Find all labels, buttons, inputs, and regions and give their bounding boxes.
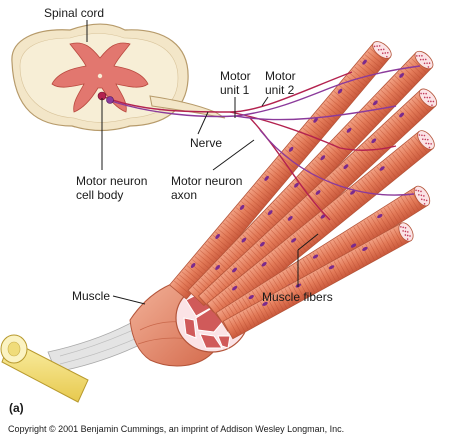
motor-neuron-cell-body-label-line2: cell body [76,188,123,202]
bone [0,334,89,403]
muscle-label: Muscle [72,289,110,303]
leader-lines [86,20,319,305]
motor-neuron-cell-body-2 [106,96,114,104]
panel-label: (a) [9,401,24,415]
nerve-label: Nerve [190,136,222,150]
motor-neuron-axon-label-line2: axon [171,188,197,202]
motor-unit-2-label-line1: Motor [265,69,296,83]
muscle-fiber [169,41,392,300]
motor-unit-2-axons [107,65,421,196]
motor-unit-1-label-line2: unit 1 [220,83,250,97]
copyright-text: Copyright © 2001 Benjamin Cummings, an i… [8,424,344,434]
muscle-fibers-label: Muscle fibers [262,290,333,304]
spinal-cord-label: Spinal cord [44,6,104,20]
motor-unit-2-label-line2: unit 2 [265,83,295,97]
muscle-fibers [169,41,438,340]
motor-unit-1-label-line1: Motor [220,69,251,83]
motor-neuron-cell-body-label-line1: Motor neuron [76,174,147,188]
spinal-cord-cross-section [11,23,189,132]
muscle-fiber [206,130,435,322]
motor-neuron-axon-label-line1: Motor neuron [171,174,242,188]
muscle-fiber [222,222,414,340]
